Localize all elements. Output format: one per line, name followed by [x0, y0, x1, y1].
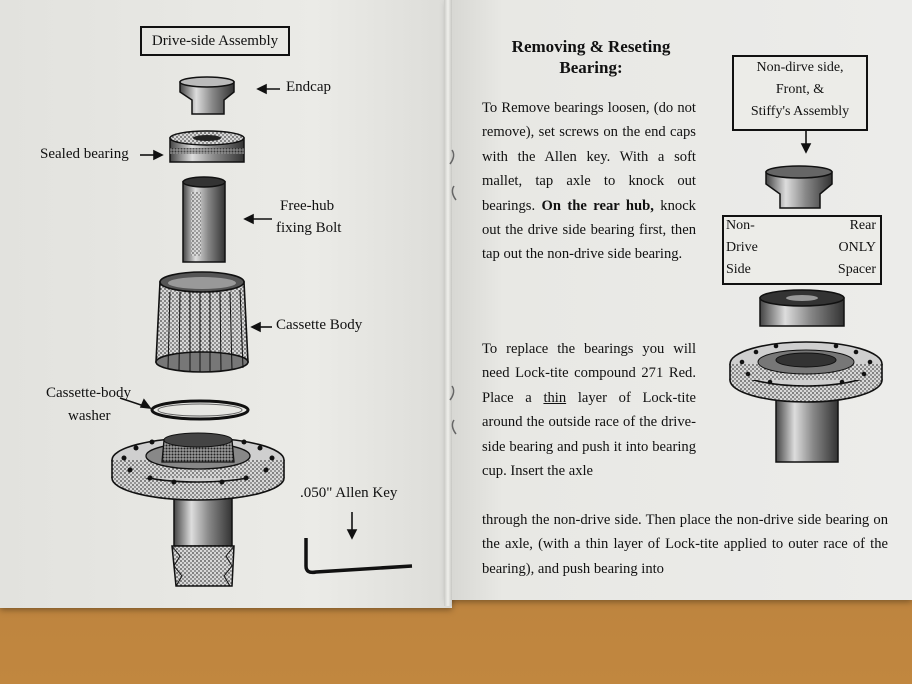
- nd-hub-illustration: [729, 341, 883, 463]
- nd-box-line1: Non-dirve side,: [756, 60, 844, 75]
- replace-text-a: To replace the bearings you will need Lo…: [482, 341, 696, 406]
- replace-paragraph-continued: through the non-drive side. Then place t…: [482, 512, 888, 577]
- washer-label-line1: Cassette-body: [46, 385, 131, 401]
- spacer-right-line1: Rear: [849, 218, 876, 233]
- spacer-left-line3: Side: [726, 262, 751, 277]
- booklet-spine: [444, 0, 452, 606]
- thin-underlined: thin: [543, 389, 567, 406]
- spacer-left-line1: Non-: [726, 218, 755, 233]
- spacer-right-line3: Spacer: [837, 262, 876, 277]
- non-drive-assembly-box: Non-dirve side, Front, & Stiffy's Assemb…: [732, 55, 868, 131]
- nd-endcap-illustration: [765, 165, 833, 209]
- cassette-body-label: Cassette Body: [276, 317, 363, 333]
- endcap-illustration: [179, 76, 235, 115]
- replace-text-b: layer of Lock-tite around the outside ra…: [482, 389, 696, 480]
- nd-bearing-illustration: [759, 289, 845, 327]
- nd-box-line3: Stiffy's Assembly: [750, 104, 850, 119]
- drive-side-assembly-title: Drive-side Assembly: [140, 26, 290, 56]
- heading-line2: Bearing:: [559, 58, 623, 77]
- freehub-label-line1: Free-hub: [280, 198, 335, 214]
- replace-paragraph: To replace the bearings you will need Lo…: [482, 337, 696, 483]
- endcap-label: Endcap: [286, 79, 331, 95]
- rear-hub-bold: On the rear hub,: [541, 197, 654, 214]
- remove-text-b: knock out the drive side bearing first, …: [482, 197, 696, 263]
- allen-key-label: .050" Allen Key: [300, 485, 398, 501]
- remove-text-a: To Remove bearings loosen, (do not remov…: [482, 100, 696, 214]
- freehub-label-line2: fixing Bolt: [276, 220, 342, 236]
- washer-illustration: [150, 399, 250, 421]
- label-arrows-left: [119, 83, 358, 540]
- spacer-right-line2: ONLY: [838, 240, 876, 255]
- sealed-bearing-illustration: [169, 130, 245, 163]
- heading-line1: Removing & Reseting: [511, 37, 671, 56]
- spacer-label-box: Non- Drive Side Rear ONLY Spacer: [722, 215, 882, 285]
- spacer-left-line2: Drive: [726, 240, 758, 255]
- allen-key-illustration: [304, 538, 413, 575]
- label-arrows-right: [800, 130, 812, 154]
- drive-hub-illustration: [111, 432, 285, 587]
- washer-label-line2: washer: [68, 408, 111, 424]
- section-heading: Removing & Reseting Bearing:: [476, 36, 706, 78]
- remove-paragraph: To Remove bearings loosen, (do not remov…: [482, 96, 696, 267]
- sealed-bearing-label: Sealed bearing: [40, 146, 129, 162]
- nd-box-line2: Front, &: [775, 82, 825, 97]
- staple-marks: [449, 149, 457, 435]
- freehub-bolt-illustration: [182, 176, 226, 263]
- cassette-body-illustration: [155, 271, 249, 373]
